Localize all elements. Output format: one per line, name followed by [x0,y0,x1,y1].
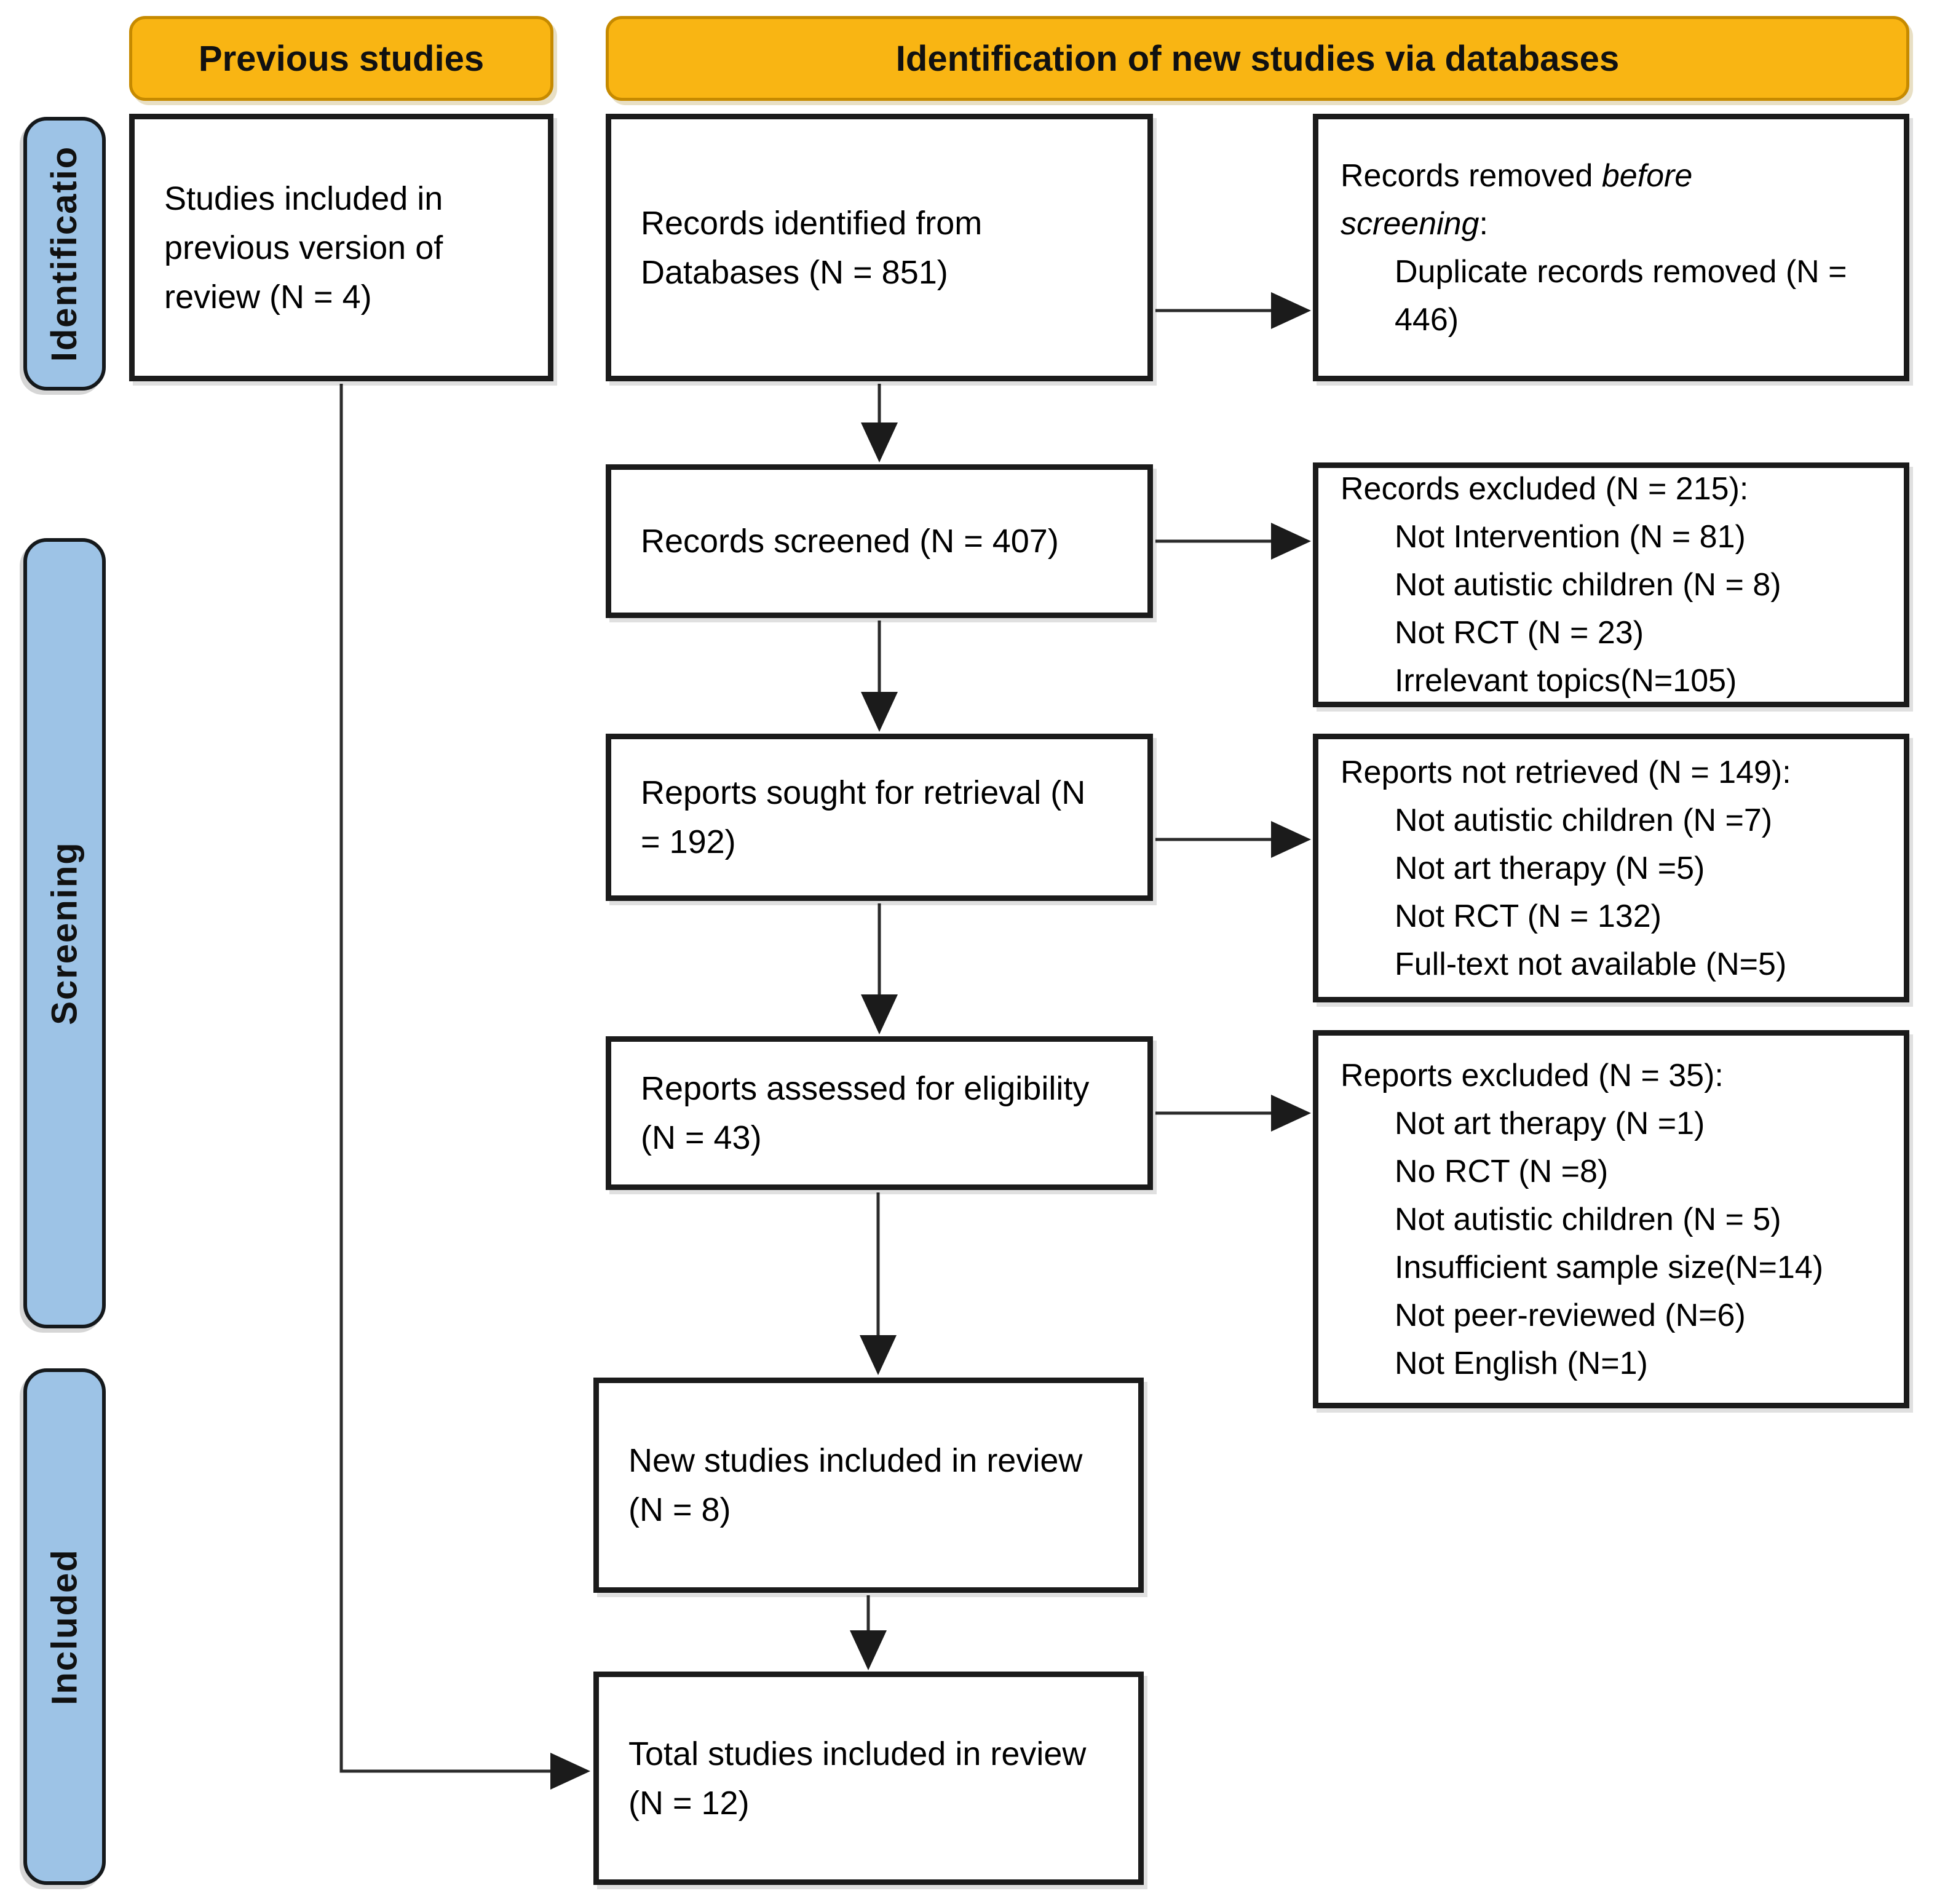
box-records-identified-text: Records identified from Databases (N = 8… [641,204,983,291]
reports-not-retrieved-item: Full-text not available (N=5) [1395,946,1787,982]
box-records-identified: Records identified from Databases (N = 8… [606,114,1153,381]
box-reports-assessed-text: Reports assessed for eligibility (N = 43… [641,1070,1090,1156]
box-records-removed-heading: Records removed before screening: [1341,152,1820,248]
header-identification-new-studies: Identification of new studies via databa… [606,16,1909,101]
records-excluded-item: Not RCT (N = 23) [1395,615,1644,651]
box-reports-excluded: Reports excluded (N = 35): Not art thera… [1313,1030,1909,1408]
box-reports-assessed: Reports assessed for eligibility (N = 43… [606,1036,1153,1190]
records-excluded-item: Not autistic children (N = 8) [1395,567,1781,603]
reports-excluded-item: Not art therapy (N =1) [1395,1105,1705,1141]
box-total-studies-included-text: Total studies included in review (N = 12… [628,1735,1087,1822]
records-removed-suffix: : [1479,205,1488,242]
records-removed-prefix: Records removed [1341,157,1602,194]
box-records-screened-text: Records screened (N = 407) [641,523,1059,560]
header-previous-studies: Previous studies [129,16,553,101]
box-reports-not-retrieved: Reports not retrieved (N = 149): Not aut… [1313,734,1909,1002]
reports-excluded-item: Not English (N=1) [1395,1345,1648,1381]
box-records-excluded: Records excluded (N = 215): Not Interven… [1313,462,1909,707]
reports-not-retrieved-item: Not autistic children (N =7) [1395,802,1773,838]
box-new-studies-included: New studies included in review (N = 8) [593,1378,1144,1593]
box-previous-studies-included: Studies included in previous version of … [129,114,553,381]
box-records-screened: Records screened (N = 407) [606,464,1153,618]
reports-excluded-item: Insufficient sample size(N=14) [1395,1249,1824,1285]
records-removed-italic: before screening [1341,157,1693,242]
reports-not-retrieved-item: Not RCT (N = 132) [1395,898,1662,934]
reports-excluded-item: Not autistic children (N = 5) [1395,1201,1781,1237]
reports-excluded-item: Not peer-reviewed (N=6) [1395,1297,1746,1333]
records-excluded-item: Not Intervention (N = 81) [1395,519,1746,555]
stage-label-included-text: Included [44,1548,85,1705]
box-previous-studies-included-text: Studies included in previous version of … [164,180,443,315]
records-removed-item: Duplicate records removed (N = 446) [1395,253,1847,338]
stage-label-identification: Identificatio [23,117,106,391]
stage-label-screening: Screening [23,538,106,1328]
records-excluded-heading: Records excluded (N = 215): [1341,471,1749,507]
box-reports-sought: Reports sought for retrieval (N = 192) [606,734,1153,901]
arrow-previous-to-total [339,384,590,1790]
box-new-studies-included-text: New studies included in review (N = 8) [628,1442,1083,1528]
reports-not-retrieved-item: Not art therapy (N =5) [1395,850,1705,886]
stage-label-screening-text: Screening [44,841,85,1025]
reports-not-retrieved-heading: Reports not retrieved (N = 149): [1341,754,1791,790]
box-total-studies-included: Total studies included in review (N = 12… [593,1672,1144,1885]
records-excluded-item: Irrelevant topics(N=105) [1395,663,1737,699]
box-records-removed-before-screening: Records removed before screening: Duplic… [1313,114,1909,381]
box-reports-sought-text: Reports sought for retrieval (N = 192) [641,774,1086,860]
header-identification-new-studies-label: Identification of new studies via databa… [895,38,1620,79]
reports-excluded-item: No RCT (N =8) [1395,1153,1609,1189]
stage-label-identification-text: Identificatio [44,145,85,362]
header-previous-studies-label: Previous studies [198,38,485,79]
reports-excluded-heading: Reports excluded (N = 35): [1341,1057,1724,1093]
stage-label-included: Included [23,1368,106,1885]
